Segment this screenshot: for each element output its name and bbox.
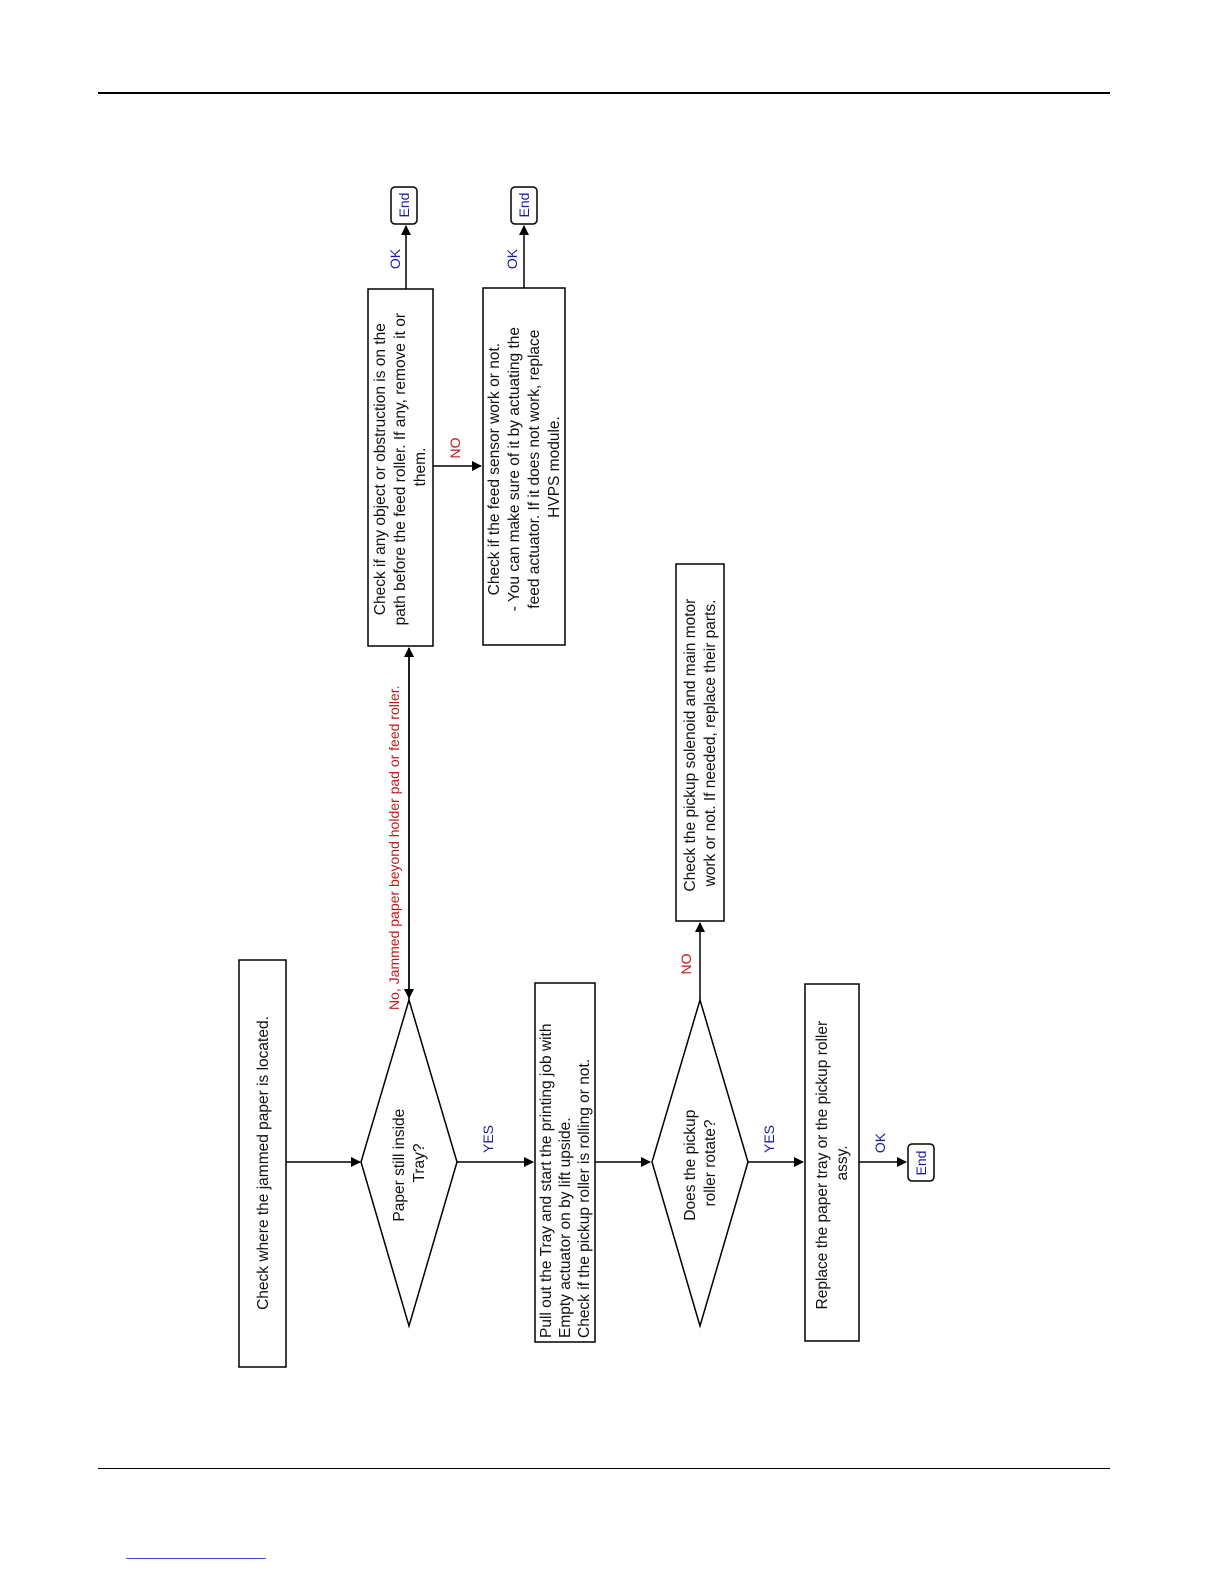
decision-roller-diamond [651,997,749,1329]
decision-tray-diamond [360,997,458,1329]
check-solenoid-text: Check the pickup solenoid and main motor… [682,594,719,891]
footer-rule [98,1468,1110,1469]
no-label-roller: NO [678,953,694,974]
ok-label-replace: OK [872,1132,888,1153]
pull-tray-text: Pull out the Tray and start the printing… [538,1019,593,1338]
no-jammed-label: No, Jammed paper beyond holder pad or fe… [386,685,402,1010]
ok-label-sensor: OK [504,248,520,269]
end-text-2: End [516,193,532,218]
header-rule [98,92,1110,94]
end-box-3 [907,1143,935,1182]
end-box-2 [510,186,538,225]
yes-label-roller: YES [761,1125,777,1153]
end-text-1: End [396,193,412,218]
replace-tray-text: Replace the paper tray or the pickup rol… [814,1017,851,1310]
start-text: Check where the jammed paper is located. [255,1016,272,1310]
check-object-box [367,288,434,647]
check-sensor-text: Check if the feed sensor work or not. - … [486,323,563,612]
footer-link-underline [126,1558,266,1559]
decision-roller-text: Does the pickup roller rotate? [682,1105,719,1220]
check-solenoid-box [675,563,725,922]
check-object-text: Check if any object or obstruction is on… [372,309,429,626]
end-text-3: End [913,1151,929,1176]
yes-label-tray: YES [480,1125,496,1153]
end-box-1 [390,186,418,225]
start-box [238,959,287,1368]
no-label-object: NO [447,437,463,458]
decision-tray-text: Paper still inside Tray? [391,1104,428,1221]
ok-label-object: OK [387,248,403,269]
